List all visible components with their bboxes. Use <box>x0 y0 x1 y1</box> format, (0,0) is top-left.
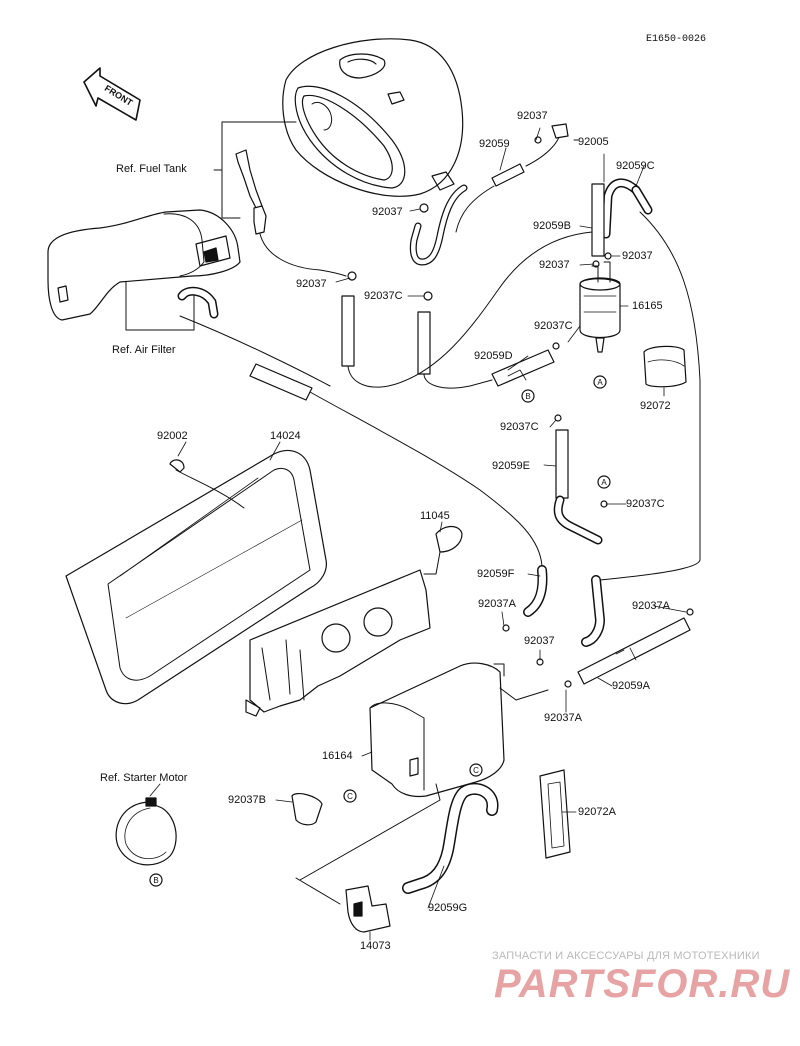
marker-c-2 <box>469 763 483 777</box>
part-label-92037C-a: 92037C <box>364 290 403 302</box>
part-label-16165: 16165 <box>632 300 663 312</box>
fuel-filter-16165 <box>579 261 621 353</box>
marker-b-2-text: B <box>153 876 158 885</box>
marker-a-2-text: A <box>601 478 607 487</box>
marker-b-1-text: B <box>525 392 530 401</box>
diagram-code: E1650-0026 <box>646 34 707 45</box>
part-label-92059F: 92059F <box>477 568 515 580</box>
fuel-tank-illustration <box>282 38 464 197</box>
watermark-logo: PARTSFOR.RU <box>494 962 791 1006</box>
part-label-16164: 16164 <box>322 750 353 762</box>
part-label-92037-mid-l: 92037 <box>539 259 570 271</box>
part-label-14073: 14073 <box>360 940 391 952</box>
part-label-92037-top: 92037 <box>517 110 548 122</box>
part-label-92059B: 92059B <box>533 220 571 232</box>
part-label-92059D: 92059D <box>474 350 513 362</box>
ref-air-filter-label: Ref. Air Filter <box>112 344 176 356</box>
part-label-92072A: 92072A <box>578 806 616 818</box>
starter-motor-band <box>115 797 177 866</box>
part-label-92037A-a: 92037A <box>478 598 516 610</box>
part-label-92005: 92005 <box>578 136 609 148</box>
marker-a-1-text: A <box>597 378 603 387</box>
part-label-92037A-b: 92037A <box>632 600 670 612</box>
part-label-92037C-c: 92037C <box>500 421 539 433</box>
part-label-92037-l: 92037 <box>372 206 403 218</box>
part-label-92059C: 92059C <box>616 160 655 172</box>
part-label-92037-low: 92037 <box>524 635 555 647</box>
watermark-tagline: ЗАПЧАСТИ И АКСЕССУАРЫ ДЛЯ МОТОТЕХНИКИ <box>492 950 760 962</box>
part-label-92059E: 92059E <box>492 460 530 472</box>
part-label-92059: 92059 <box>479 138 510 150</box>
part-label-92037-mid-r: 92037 <box>622 250 653 262</box>
hose-92059 <box>491 163 525 187</box>
hose-from-tank <box>409 184 468 266</box>
marker-a-1 <box>593 375 607 389</box>
part-label-92037B: 92037B <box>228 794 266 806</box>
ref-fuel-tank-label: Ref. Fuel Tank <box>116 163 187 175</box>
marker-c-1 <box>343 789 357 803</box>
ref-starter-motor-label: Ref. Starter Motor <box>100 772 188 784</box>
canister-16164 <box>369 662 505 798</box>
part-label-92037C-b: 92037C <box>534 320 573 332</box>
part-label-92002: 92002 <box>157 430 188 442</box>
marker-a-2 <box>597 475 611 489</box>
fuel-tank-fitting <box>235 149 347 277</box>
front-arrow-icon <box>83 67 141 121</box>
canister-cover-14024 <box>65 449 327 705</box>
part-label-92037C-d: 92037C <box>626 498 665 510</box>
part-label-14024: 14024 <box>270 430 301 442</box>
part-label-92037A-c: 92037A <box>544 712 582 724</box>
part-label-11045: 11045 <box>420 510 450 522</box>
part-label-92072: 92072 <box>640 400 671 412</box>
marker-c-1-text: C <box>347 792 353 801</box>
air-filter-housing <box>47 209 241 321</box>
bracket-11045 <box>245 525 463 717</box>
part-label-92059G: 92059G <box>428 902 468 914</box>
marker-b-2 <box>149 873 163 887</box>
part-label-92037-left: 92037 <box>296 278 327 290</box>
part-label-92059A: 92059A <box>612 680 650 692</box>
marker-b-1 <box>521 389 535 403</box>
marker-c-2-text: C <box>473 766 479 775</box>
